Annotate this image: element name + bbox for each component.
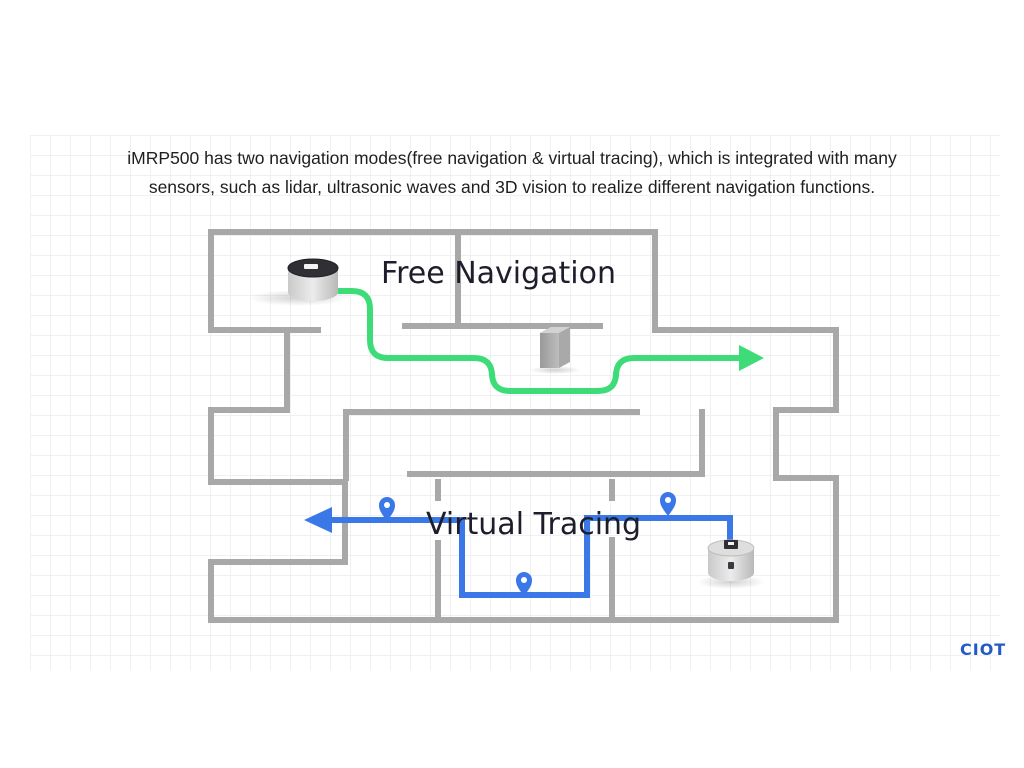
maze-walls	[208, 229, 839, 623]
free-path-arrow-icon	[739, 345, 764, 371]
maze-wall	[407, 409, 705, 477]
robot-icon	[697, 539, 765, 589]
intro-line-2: sensors, such as lidar, ultrasonic waves…	[148, 177, 876, 197]
virtual-path-line	[328, 515, 733, 598]
intro-text: iMRP500 has two navigation modes(free na…	[40, 144, 984, 202]
free-navigation-label: Free Navigation	[381, 256, 617, 291]
location-pin-icon	[660, 492, 676, 516]
maze-wall	[208, 229, 839, 623]
virtual-tracing-label: Virtual Tracing	[426, 507, 642, 542]
robot-icon	[248, 258, 348, 306]
free-navigation-path	[334, 288, 764, 394]
virtual-path-arrow-icon	[304, 507, 332, 533]
location-pin-icon	[379, 497, 395, 521]
free-path-line	[334, 288, 745, 394]
ciot-logo: CIOT	[960, 640, 1007, 659]
location-pin-icon	[516, 572, 532, 596]
obstacle-box-icon	[529, 327, 581, 374]
virtual-tracing-path	[304, 492, 733, 598]
intro-line-1: iMRP500 has two navigation modes(free na…	[127, 148, 897, 168]
